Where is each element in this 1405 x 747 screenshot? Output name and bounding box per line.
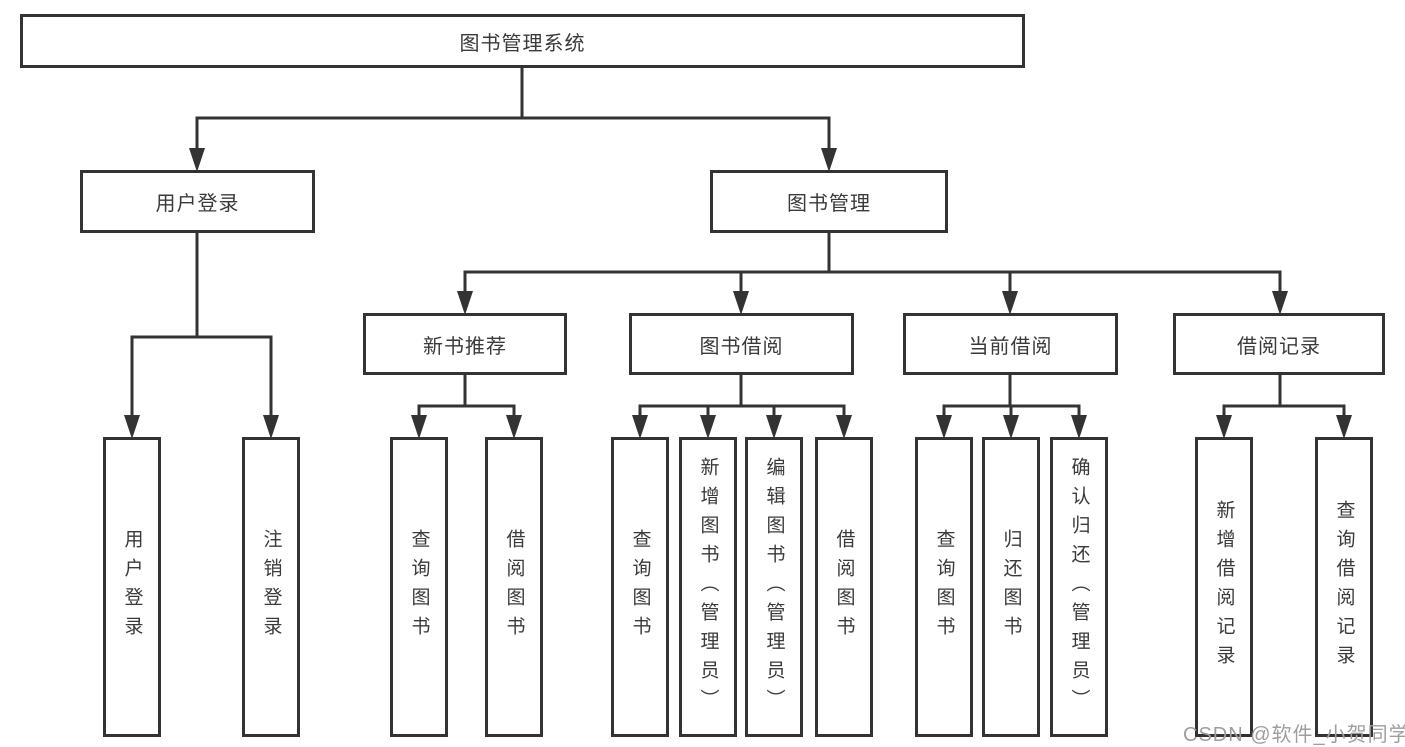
connector-root-to-level2 xyxy=(189,68,837,172)
arrowhead-icon xyxy=(733,291,749,315)
node-label: 图书借阅 xyxy=(699,335,784,358)
leaf-label: 借阅图书 xyxy=(833,529,855,645)
leaf-label: 查询借阅记录 xyxy=(1333,500,1355,674)
node-label: 新书推荐 xyxy=(423,335,507,358)
arrowhead-icon xyxy=(506,415,522,439)
arrowhead-icon xyxy=(700,415,716,439)
arrowhead-icon xyxy=(1336,415,1352,439)
leaf-return-books: 归还图书 xyxy=(982,437,1040,737)
arrowhead-icon xyxy=(263,415,279,439)
leaf-confirm-return-admin: 确认归还（管理员） xyxy=(1050,437,1108,737)
arrowhead-icon xyxy=(1071,415,1087,439)
node-label: 当前借阅 xyxy=(968,335,1053,358)
leaf-label: 归还图书 xyxy=(1000,529,1022,645)
arrowhead-icon xyxy=(1002,291,1018,315)
leaf-label: 注销登录 xyxy=(260,529,282,645)
node-current-borrow: 当前借阅 xyxy=(903,313,1118,375)
connector-new-book-recommend-to-leaves xyxy=(411,375,522,439)
leaf-label: 用户登录 xyxy=(121,529,143,645)
node-user-login: 用户登录 xyxy=(80,170,315,233)
leaf-add-borrow-record: 新增借阅记录 xyxy=(1195,437,1253,737)
node-label: 用户登录 xyxy=(155,193,240,215)
node-book-borrow: 图书借阅 xyxy=(629,313,854,375)
leaf-label: 查询图书 xyxy=(629,529,651,645)
watermark: CSDN @软件_小贺同学 xyxy=(1183,724,1405,746)
leaf-query-borrow-record: 查询借阅记录 xyxy=(1315,437,1373,737)
arrowhead-icon xyxy=(1216,415,1232,439)
connector-current-borrow-to-leaves xyxy=(936,375,1087,439)
leaf-label: 查询图书 xyxy=(933,529,955,645)
node-label: 图书管理系统 xyxy=(459,32,586,55)
leaf-edit-books-admin: 编辑图书（管理员） xyxy=(745,437,803,737)
arrowhead-icon xyxy=(1272,291,1288,315)
leaf-label: 新增借阅记录 xyxy=(1213,500,1235,674)
leaf-user-login: 用户登录 xyxy=(103,437,161,737)
arrowhead-icon xyxy=(766,415,782,439)
leaf-label: 查询图书 xyxy=(408,529,430,645)
connector-book-management-to-level3 xyxy=(457,233,1288,315)
leaf-borrow-books-recommend: 借阅图书 xyxy=(485,437,543,737)
arrowhead-icon xyxy=(124,415,140,439)
arrowhead-icon xyxy=(821,148,837,172)
arrowhead-icon xyxy=(1003,415,1019,439)
node-label: 图书管理 xyxy=(787,193,871,215)
arrowhead-icon xyxy=(189,148,205,172)
connector-borrow-record-to-leaves xyxy=(1216,375,1352,439)
leaf-query-books-borrow: 查询图书 xyxy=(611,437,669,737)
leaf-label: 确认归还（管理员） xyxy=(1068,456,1090,718)
arrowhead-icon xyxy=(632,415,648,439)
node-new-book-recommend: 新书推荐 xyxy=(363,313,567,375)
leaf-label: 新增图书（管理员） xyxy=(697,456,719,718)
arrowhead-icon xyxy=(411,415,427,439)
arrowhead-icon xyxy=(936,415,952,439)
arrowhead-icon xyxy=(457,291,473,315)
leaf-label: 借阅图书 xyxy=(503,529,525,645)
leaf-logout: 注销登录 xyxy=(242,437,300,737)
leaf-add-books-admin: 新增图书（管理员） xyxy=(679,437,737,737)
connector-user-login-to-leaves xyxy=(124,233,279,439)
leaf-borrow-books: 借阅图书 xyxy=(815,437,873,737)
leaf-query-books-current: 查询图书 xyxy=(915,437,973,737)
node-book-management: 图书管理 xyxy=(710,170,948,233)
node-label: 借阅记录 xyxy=(1237,335,1321,358)
arrowhead-icon xyxy=(836,415,852,439)
node-borrow-record: 借阅记录 xyxy=(1173,313,1385,375)
node-root-system: 图书管理系统 xyxy=(20,14,1025,68)
leaf-label: 编辑图书（管理员） xyxy=(763,456,785,718)
connector-book-borrow-to-leaves xyxy=(632,375,852,439)
leaf-query-books-recommend: 查询图书 xyxy=(390,437,448,737)
